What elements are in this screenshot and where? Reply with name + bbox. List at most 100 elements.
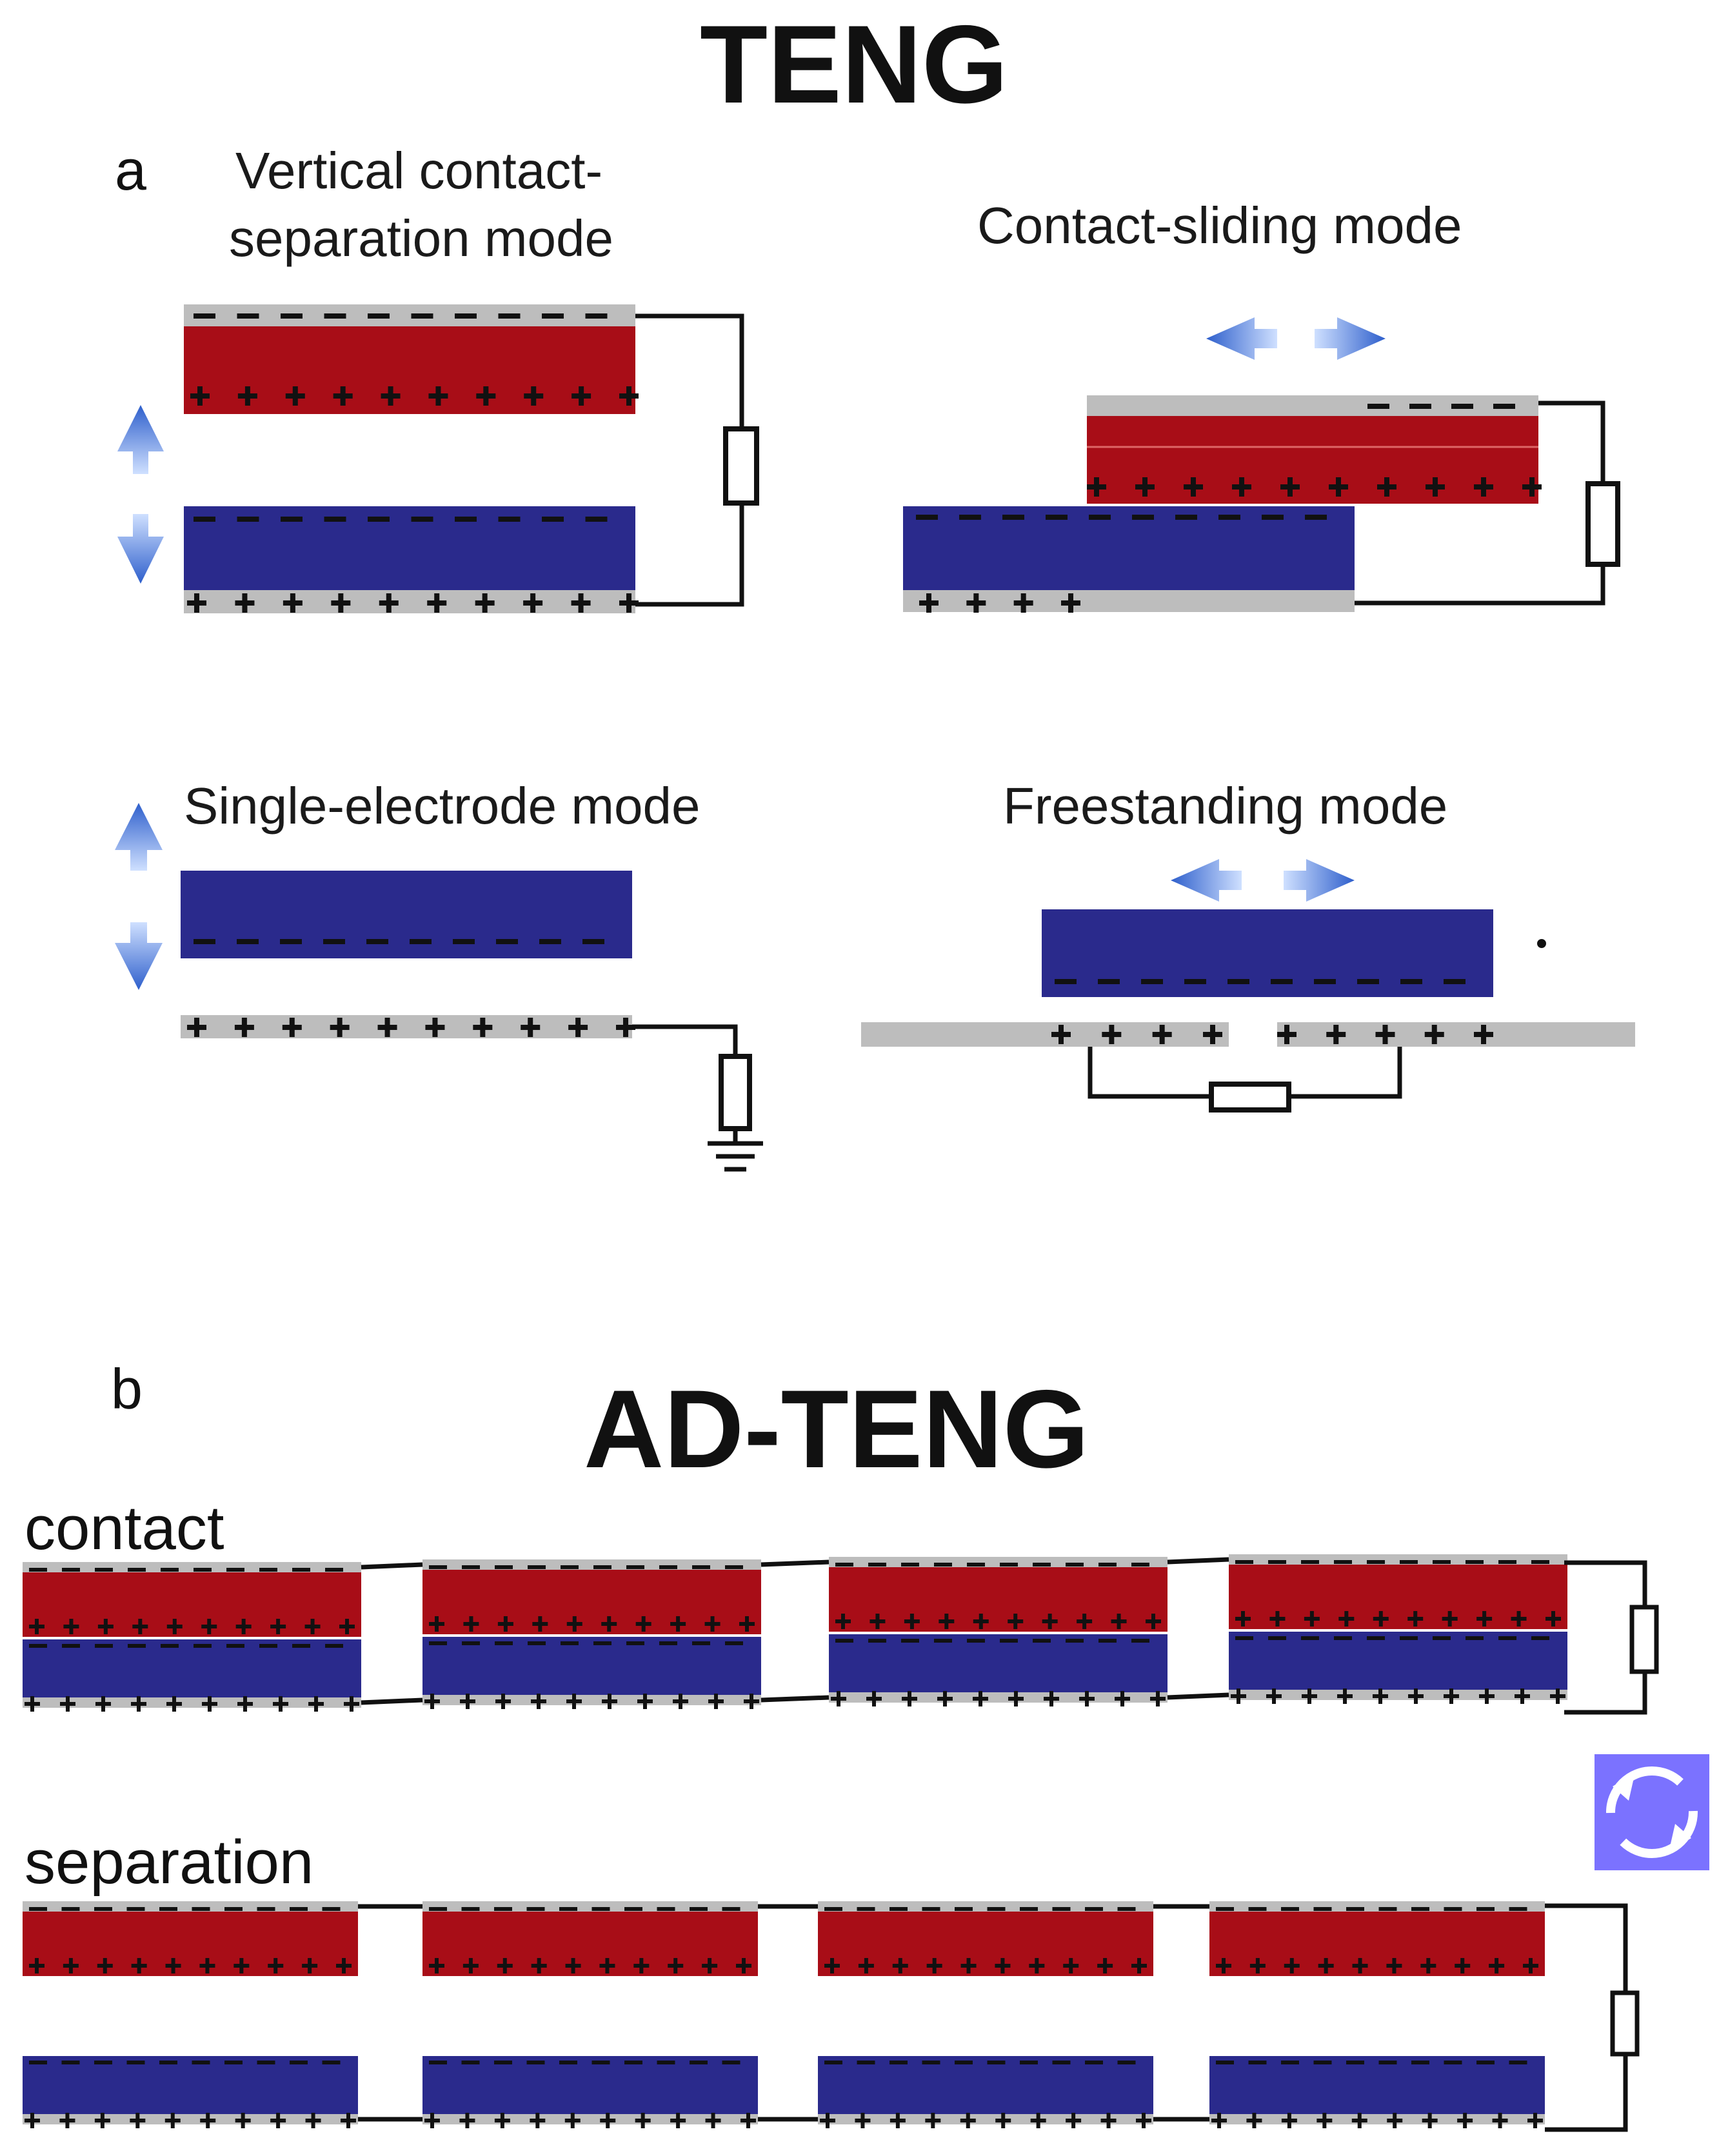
blue-layer xyxy=(818,2056,1153,2114)
positive-charge xyxy=(165,1958,181,1973)
negative-charge xyxy=(857,1907,875,1911)
teng-unit xyxy=(1229,1554,1567,1704)
positive-charge xyxy=(1051,1025,1071,1044)
positive-charge xyxy=(476,386,496,406)
positive-charge xyxy=(995,2113,1011,2128)
positive-charge xyxy=(1135,477,1155,497)
blue-layer xyxy=(422,1637,761,1695)
negative-charge xyxy=(934,1563,952,1567)
negative-charge xyxy=(29,1568,47,1572)
positive-charge xyxy=(1373,1688,1388,1704)
negative-charge-row xyxy=(194,517,608,522)
separation-row xyxy=(23,1901,1545,2128)
negative-charge xyxy=(889,1907,908,1911)
positive-charge xyxy=(424,1694,440,1709)
positive-charge xyxy=(302,1958,318,1973)
negative-charge xyxy=(624,2061,642,2064)
positive-charge xyxy=(201,1619,217,1634)
negative-charge xyxy=(1367,1636,1385,1640)
negative-charge xyxy=(281,313,303,319)
negative-charge xyxy=(1367,404,1389,409)
positive-charge xyxy=(427,593,447,613)
positive-charge xyxy=(166,1696,182,1712)
teng-unit xyxy=(23,1901,358,2128)
positive-charge xyxy=(602,1694,617,1709)
positive-charge xyxy=(1317,2113,1333,2128)
negative-charge xyxy=(1216,1907,1234,1911)
positive-charge xyxy=(1280,477,1300,497)
negative-charge xyxy=(901,1563,919,1567)
positive-charge xyxy=(571,386,591,406)
negative-charge xyxy=(292,1644,310,1648)
negative-charge xyxy=(1444,1907,1462,1911)
negative-charge xyxy=(1400,1560,1418,1564)
positive-charge xyxy=(670,1616,686,1632)
negative-charge xyxy=(290,2061,308,2064)
negative-charge xyxy=(1498,1636,1516,1640)
teng-unit xyxy=(829,1557,1168,1706)
negative-charge xyxy=(1271,979,1293,984)
positive-charge xyxy=(740,2113,756,2128)
negative-charge xyxy=(1400,979,1422,984)
negative-charge xyxy=(1262,515,1284,520)
series-wire xyxy=(760,1695,830,1703)
positive-charge xyxy=(973,1614,989,1629)
negative-charge xyxy=(429,2061,447,2064)
negative-charge xyxy=(1314,979,1336,984)
positive-charge xyxy=(94,2113,110,2128)
negative-charge xyxy=(159,1907,177,1911)
negative-charge xyxy=(1066,1639,1084,1643)
bottom-electrode xyxy=(184,590,635,613)
positive-charge xyxy=(633,1958,650,1973)
blue-layer xyxy=(422,2056,758,2114)
positive-charge xyxy=(462,1958,479,1973)
teng-unit xyxy=(818,1901,1153,2128)
positive-charge xyxy=(1115,1691,1130,1706)
negative-charge xyxy=(1281,1907,1299,1911)
positive-charge xyxy=(1511,1611,1527,1627)
freestanding-mode-label: Freestanding mode xyxy=(1003,777,1448,835)
positive-charge xyxy=(1184,477,1203,497)
negative-charge xyxy=(1089,515,1111,520)
resistor-icon xyxy=(1629,1605,1659,1674)
positive-charge-row xyxy=(919,593,1080,613)
negative-charge xyxy=(528,1641,546,1645)
negative-charge xyxy=(159,2061,177,2064)
teng-unit xyxy=(422,1559,761,1709)
negative-charge xyxy=(1451,404,1473,409)
red-layer xyxy=(829,1567,1168,1632)
negative-charge-row xyxy=(1367,404,1515,409)
negative-charge xyxy=(1020,1907,1038,1911)
blue-layer xyxy=(829,1634,1168,1692)
positive-charge-row xyxy=(1051,1025,1222,1044)
positive-charge xyxy=(1377,477,1396,497)
positive-charge xyxy=(273,1696,288,1712)
positive-charge xyxy=(282,1018,302,1037)
positive-charge xyxy=(1232,477,1251,497)
positive-charge xyxy=(234,1018,254,1037)
positive-charge xyxy=(270,2113,286,2128)
negative-charge xyxy=(161,1568,179,1572)
negative-charge xyxy=(582,939,604,944)
cycle-arrows-icon[interactable] xyxy=(1595,1754,1709,1870)
negative-charge xyxy=(494,1907,512,1911)
positive-charge xyxy=(235,2113,251,2128)
vertical-mode-group xyxy=(117,304,759,613)
positive-charge xyxy=(495,1694,511,1709)
negative-charge xyxy=(281,517,303,522)
positive-charge xyxy=(1527,2113,1543,2128)
negative-charge xyxy=(194,1568,212,1572)
positive-charge xyxy=(1550,1688,1565,1704)
negative-charge xyxy=(1066,1563,1084,1567)
positive-charge xyxy=(1302,1688,1317,1704)
positive-charge xyxy=(237,1696,253,1712)
negative-charge xyxy=(1085,1907,1103,1911)
positive-charge xyxy=(381,386,401,406)
positive-charge xyxy=(131,1958,147,1973)
negative-charge xyxy=(559,1907,577,1911)
positive-charge xyxy=(270,1619,286,1634)
negative-charge xyxy=(528,1565,546,1569)
negative-charge xyxy=(542,517,564,522)
negative-charge xyxy=(498,313,521,319)
positive-charge-row xyxy=(187,1018,635,1037)
